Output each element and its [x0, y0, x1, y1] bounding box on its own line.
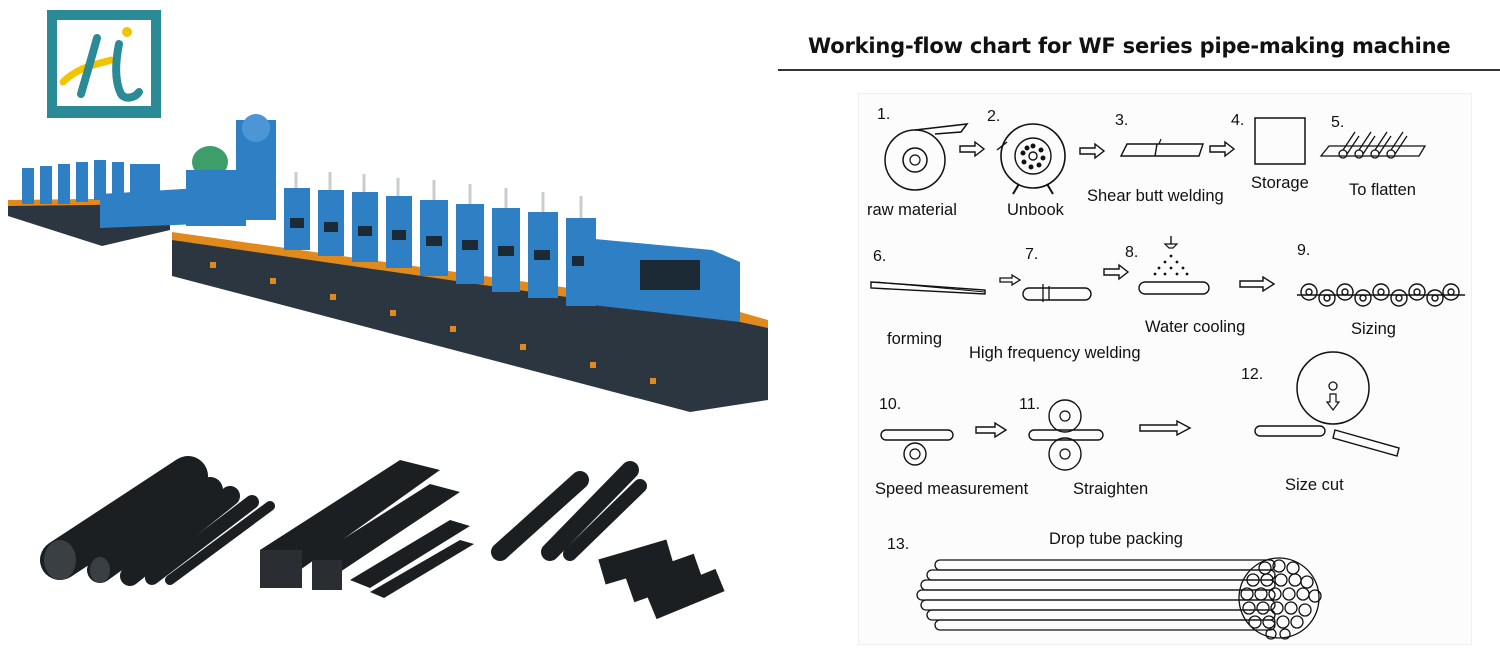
logo-icon [47, 10, 161, 118]
step-1-label: raw material [867, 201, 957, 219]
company-logo [45, 8, 163, 120]
flow-chart-area: 1. raw material 2. Unbook [858, 93, 1472, 645]
step-12-number: 12. [1241, 366, 1264, 383]
step-8-label: Water cooling [1145, 318, 1246, 336]
step-4-number: 4. [1231, 112, 1245, 129]
step-2-number: 2. [987, 108, 1001, 125]
step-7-label: High frequency welding [969, 344, 1141, 362]
sizing-rollers-icon [1297, 283, 1465, 307]
step-3-label: Shear butt welding [1087, 187, 1224, 205]
step-2-label: Unbook [1007, 201, 1064, 219]
arrow-right-icon [1239, 275, 1276, 293]
step-10-number: 10. [879, 396, 902, 413]
step-11-label: Straighten [1073, 480, 1149, 498]
arrow-right-icon [1139, 419, 1192, 437]
step-5-label: To flatten [1349, 181, 1416, 199]
flow-chart-panel: Working-flow chart for WF series pipe-ma… [778, 0, 1500, 654]
step-4-label: Storage [1251, 174, 1309, 192]
arrow-right-icon [1209, 140, 1236, 158]
arrow-right-icon [975, 421, 1008, 439]
butt-weld-strip-icon [1119, 138, 1204, 157]
coil-icon [884, 123, 969, 191]
cutting-saw-icon [1254, 351, 1400, 457]
forming-strip-icon [870, 281, 986, 295]
pipe-mill-machine-illustration [8, 114, 768, 412]
step-11-number: 11. [1019, 396, 1041, 413]
step-13-label: Drop tube packing [1049, 530, 1183, 548]
arrow-right-icon [1103, 263, 1130, 281]
straightening-rollers-icon [1028, 399, 1104, 471]
arrow-right-icon [1079, 142, 1106, 160]
step-12-label: Size cut [1285, 476, 1344, 494]
speed-measurement-icon [880, 429, 954, 466]
welded-tube-icon [1022, 284, 1092, 302]
step-9-label: Sizing [1351, 320, 1396, 338]
step-6-number: 6. [873, 248, 887, 265]
title-divider [778, 69, 1500, 71]
step-5-number: 5. [1331, 114, 1345, 131]
step-7-number: 7. [1025, 246, 1039, 263]
step-3-number: 3. [1115, 112, 1129, 129]
arrow-right-icon [999, 273, 1022, 287]
flattening-rollers-icon [1319, 131, 1427, 159]
step-13-number: 13. [887, 536, 910, 553]
tube-bundle-icon [916, 557, 1322, 640]
step-9-number: 9. [1297, 242, 1311, 259]
step-1-number: 1. [877, 106, 891, 123]
water-spray-icon [1138, 236, 1210, 295]
arrow-right-icon [959, 140, 986, 158]
product-photo-panel [8, 8, 768, 620]
step-10-label: Speed measurement [875, 480, 1029, 498]
uncoiler-icon [996, 123, 1066, 195]
pipe-products-illustration [40, 456, 725, 620]
diagram-title: Working-flow chart for WF series pipe-ma… [808, 34, 1451, 58]
storage-box-icon [1254, 117, 1306, 165]
step-6-label: forming [887, 330, 943, 348]
step-8-number: 8. [1125, 244, 1139, 261]
